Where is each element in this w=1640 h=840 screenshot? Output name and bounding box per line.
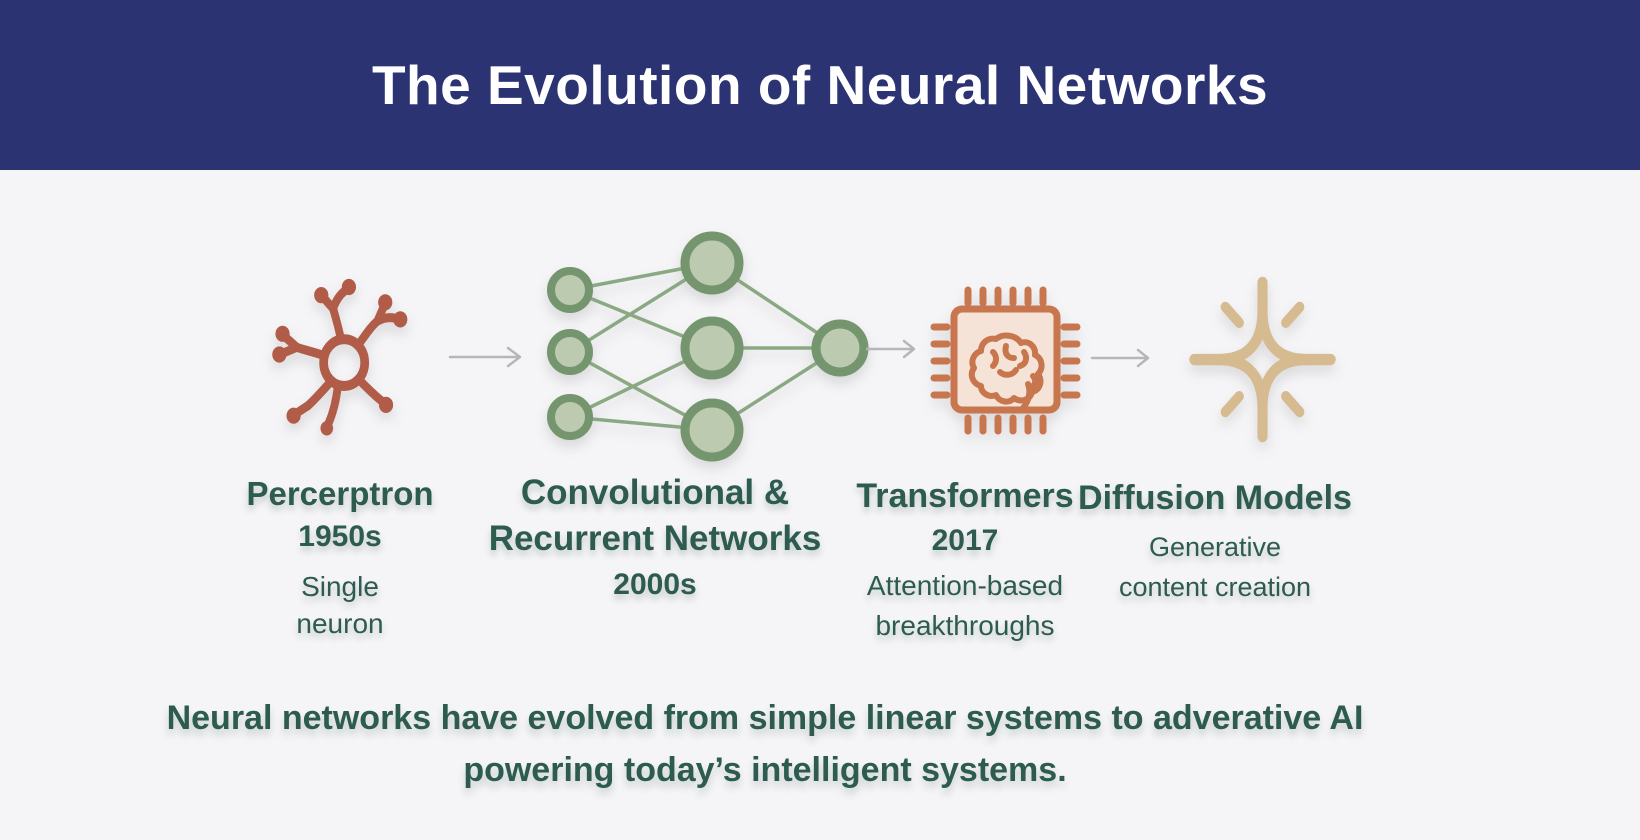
summary-caption: Neural networks have evolved from simple… — [0, 692, 1530, 796]
flow-arrow-1 — [448, 346, 522, 368]
brain-chip-icon — [930, 286, 1081, 435]
page-title: The Evolution of Neural Networks — [371, 54, 1269, 116]
flow-arrow-2 — [866, 339, 916, 359]
neural-network-icon — [547, 231, 869, 462]
stage-title: Convolutional & Recurrent Networks — [488, 473, 822, 558]
stage-description: Generative content creation — [1118, 532, 1312, 602]
stage-title: Transformers — [856, 477, 1074, 515]
stage-year: 1950s — [298, 520, 382, 553]
neuron-icon — [272, 278, 408, 436]
stage-year: 2017 — [931, 524, 999, 557]
sparkle-icon — [1189, 276, 1336, 443]
stage-description: Attention-based breakthroughs — [866, 570, 1064, 641]
summary-caption-line2: powering today’s intelligent systems. — [463, 751, 1067, 789]
stage-transformers: Transformers 2017 Attention-based breakt… — [805, 474, 1125, 646]
stage-year: 2000s — [613, 568, 697, 601]
stage-title: Diffusion Models — [1078, 479, 1352, 517]
stage-conv-recurrent: Convolutional & Recurrent Networks 2000s — [445, 470, 865, 608]
stage-diffusion: Diffusion Models Generative content crea… — [1075, 476, 1355, 607]
header-banner: The Evolution of Neural Networks — [0, 0, 1640, 170]
stage-title: Percerptron — [246, 475, 434, 512]
summary-caption-line1: Neural networks have evolved from simple… — [166, 699, 1364, 737]
flow-arrow-3 — [1090, 348, 1150, 368]
stage-description: Single neuron — [296, 571, 384, 639]
stage-perceptron: Percerptron 1950s Single neuron — [190, 474, 490, 642]
